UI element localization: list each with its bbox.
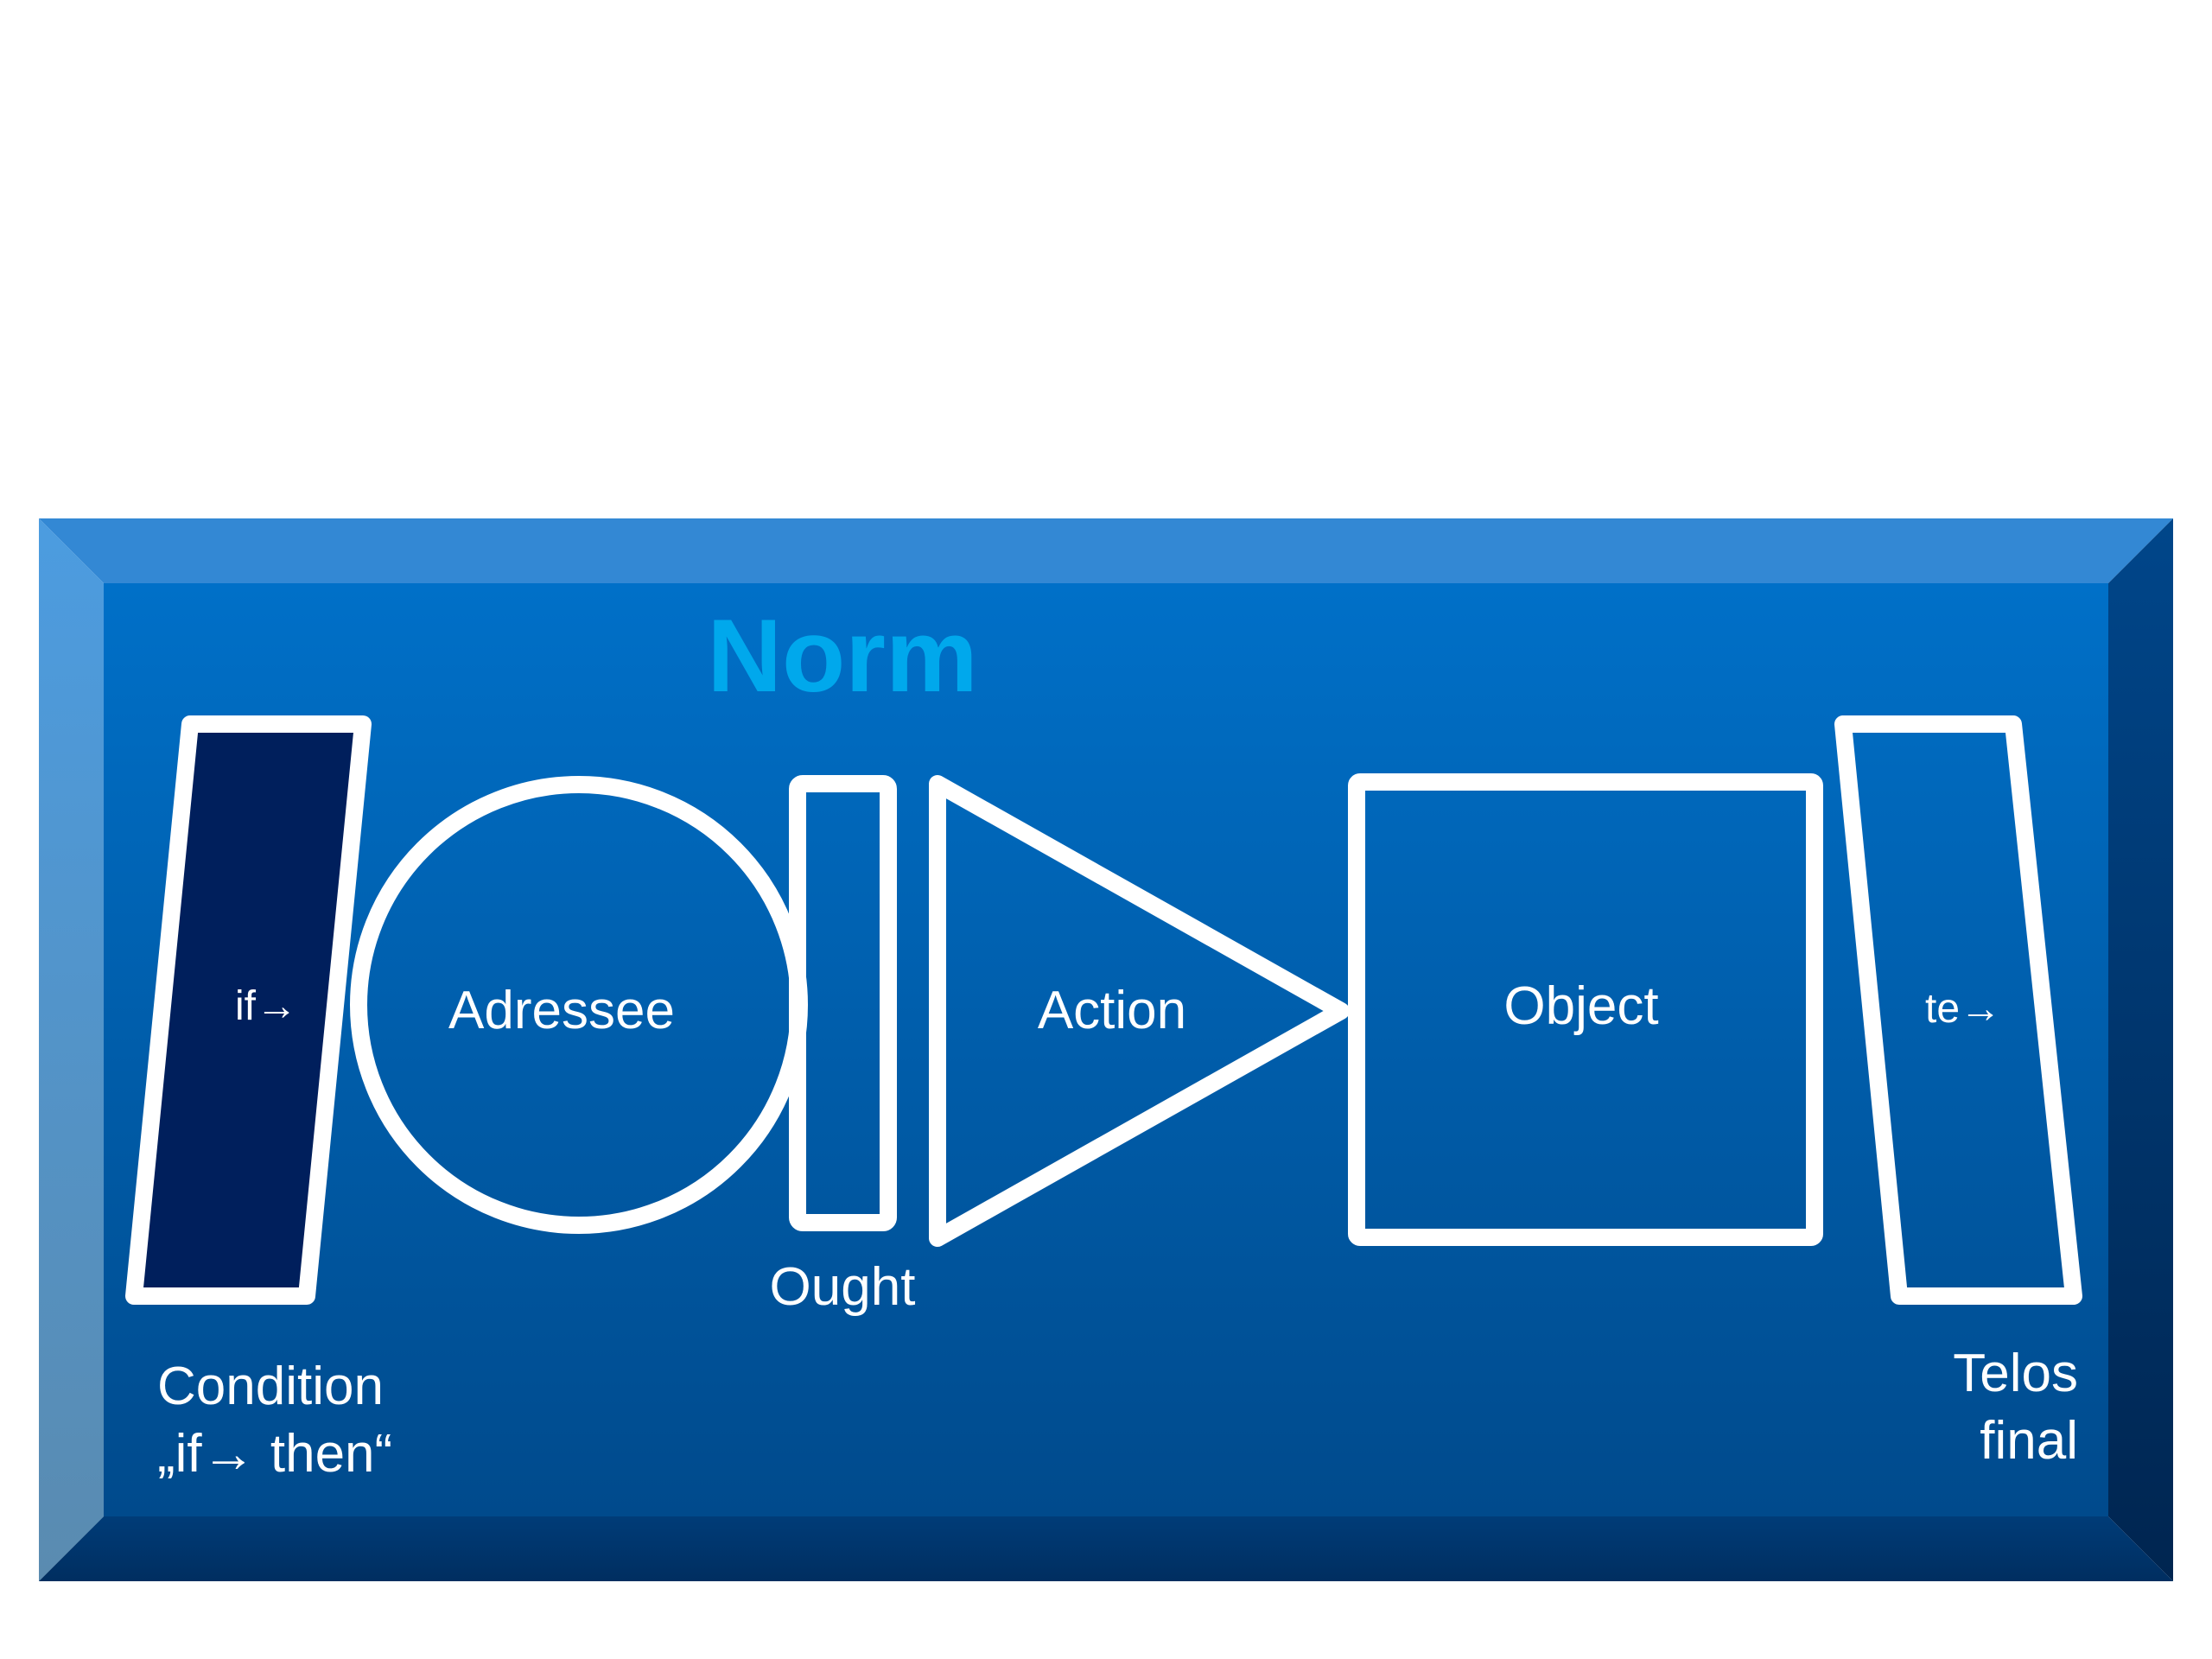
panel xyxy=(39,518,2173,1581)
panel-bevel-left xyxy=(39,518,104,1581)
condition-shape xyxy=(125,715,372,1305)
object-element: Object xyxy=(1348,773,1823,1246)
telos-caption-line1: Telos xyxy=(1953,1344,2078,1403)
object-label: Object xyxy=(1503,976,1658,1036)
ought-bar xyxy=(789,775,897,1231)
object-box xyxy=(1348,773,1823,1246)
telos-inner-label: te→ xyxy=(1925,986,2001,1032)
telos-element: te→ Telos final xyxy=(1834,715,2082,1471)
diagram-title: Norm xyxy=(707,598,977,714)
condition-element: if→ Condition „if→ then“ xyxy=(125,715,392,1484)
condition-inner-label: if→ xyxy=(235,983,297,1029)
panel-face xyxy=(104,583,2108,1516)
panel-bevel-top xyxy=(39,518,2173,583)
telos-shape xyxy=(1834,715,2082,1305)
ought-caption: Ought xyxy=(770,1257,916,1317)
ought-element: Ought xyxy=(770,775,916,1317)
panel-bevel-right xyxy=(2108,518,2173,1581)
telos-caption-line2: final xyxy=(1980,1411,2078,1471)
condition-caption-line1: Condition xyxy=(157,1357,384,1416)
action-element: Action xyxy=(929,775,1350,1247)
action-label: Action xyxy=(1038,981,1186,1040)
condition-caption-line2: „if→ then“ xyxy=(157,1424,392,1484)
action-triangle xyxy=(929,775,1350,1247)
adressee-label: Adressee xyxy=(448,981,675,1040)
panel-bevel-bottom xyxy=(39,1516,2173,1581)
